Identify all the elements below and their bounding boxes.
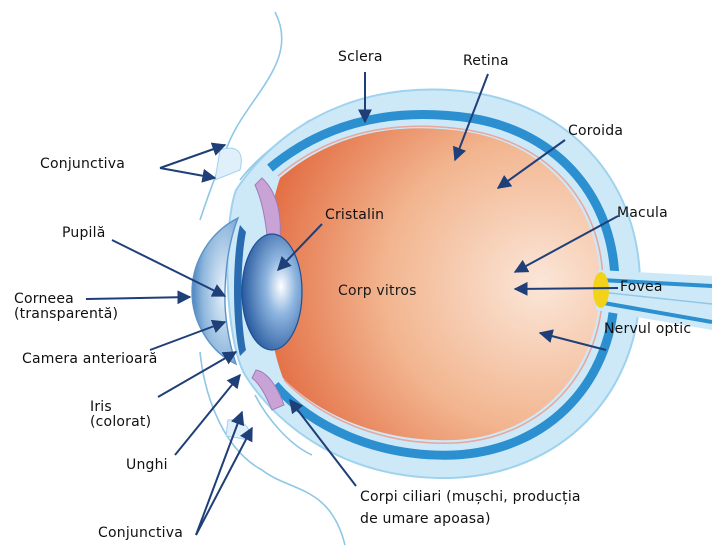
label-macula: Macula: [617, 206, 668, 221]
label-sclera: Sclera: [338, 50, 383, 65]
macula-spot: [593, 272, 609, 308]
label-corneea: Corneea: [14, 292, 74, 307]
label-unghi: Unghi: [126, 458, 168, 473]
label-camera-anterioara: Camera anterioară: [22, 352, 157, 367]
label-iris: Iris: [90, 400, 112, 415]
label-fovea: Fovea: [620, 280, 663, 295]
label-retina: Retina: [463, 54, 509, 69]
label-pupila: Pupilă: [62, 226, 106, 241]
label-corpi-ciliari: Corpi ciliari (mușchi, producția: [360, 490, 581, 505]
label-coroida: Coroida: [568, 124, 623, 139]
label-cristalin: Cristalin: [325, 208, 384, 223]
vitreous-body: [267, 128, 600, 440]
lens-shape: [242, 234, 302, 350]
label-nervul-optic: Nervul optic: [604, 322, 691, 337]
label-conjunctiva-bottom: Conjunctiva: [98, 526, 183, 541]
label-corp-vitros: Corp vitros: [338, 284, 417, 299]
label-conjunctiva-top: Conjunctiva: [40, 157, 125, 172]
label-iris-note: (colorat): [90, 415, 151, 430]
label-corpi-ciliari-note: de umare apoasa): [360, 512, 491, 527]
label-corneea-note: (transparentă): [14, 307, 118, 322]
